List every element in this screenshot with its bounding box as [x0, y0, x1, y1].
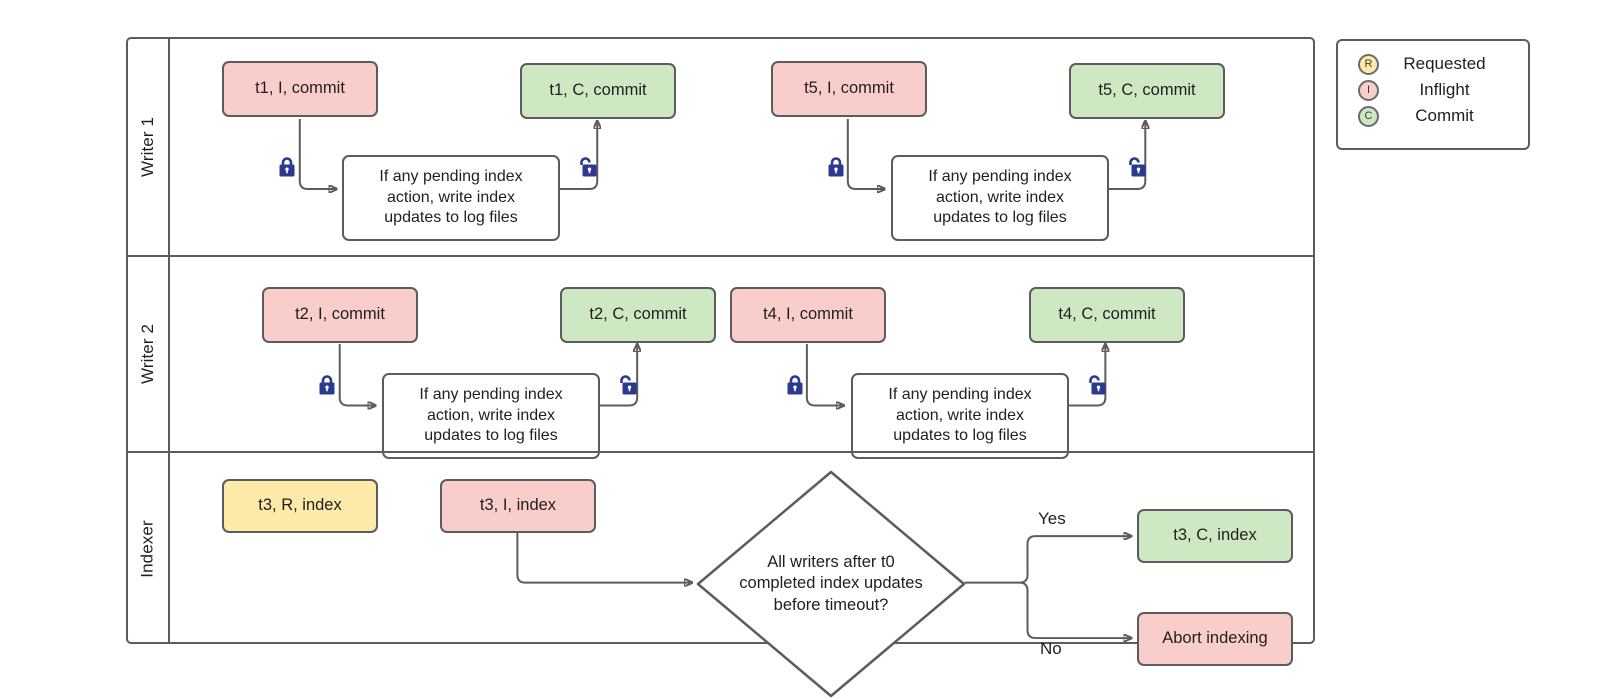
- writer2-t4-inflight-label: t4, I, commit: [763, 305, 853, 324]
- writer1-t1-commit-label: t1, C, commit: [549, 81, 647, 100]
- lane-indexer: Indexer t3, R, index t3, I, in: [128, 451, 1313, 698]
- writer1-t5-commit-label: t5, C, commit: [1098, 81, 1196, 100]
- writer1-index-write-1-node[interactable]: If any pending index action, write index…: [342, 155, 560, 241]
- lock-closed-icon: [317, 374, 337, 396]
- indexer-t3-commit-node[interactable]: t3, C, index: [1137, 509, 1293, 563]
- lock-closed-icon: [826, 156, 846, 178]
- edge-label-yes: Yes: [1038, 509, 1066, 529]
- writer2-t2-commit-node[interactable]: t2, C, commit: [560, 287, 716, 343]
- writer2-t2-inflight-label: t2, I, commit: [295, 305, 385, 324]
- inflight-badge-icon: I: [1358, 79, 1379, 101]
- lane-label-writer-2: Writer 2: [128, 257, 170, 451]
- index-write-line-1: If any pending index: [928, 168, 1072, 186]
- lane-label-writer-1-text: Writer 1: [138, 117, 157, 177]
- indexer-t3-requested-label: t3, R, index: [258, 496, 342, 515]
- writer1-t1-inflight-label: t1, I, commit: [255, 79, 345, 98]
- index-write-line-3: updates to log files: [424, 427, 558, 445]
- legend-label-commit: Commit: [1415, 106, 1474, 125]
- lock-open-icon: [577, 156, 597, 178]
- legend-item-commit: C Commit: [1338, 103, 1528, 129]
- index-write-line-2: action, write index: [426, 406, 556, 424]
- writer2-index-write-2-node[interactable]: If any pending index action, write index…: [851, 373, 1069, 459]
- index-write-line-1: If any pending index: [379, 168, 523, 186]
- edge-label-no-text: No: [1040, 639, 1062, 658]
- writer2-index-write-1-node[interactable]: If any pending index action, write index…: [382, 373, 600, 459]
- lock-open-icon: [1126, 156, 1146, 178]
- indexer-t3-inflight-node[interactable]: t3, I, index: [440, 479, 596, 533]
- writer2-t4-inflight-node[interactable]: t4, I, commit: [730, 287, 886, 343]
- lane-label-writer-2-text: Writer 2: [138, 324, 157, 384]
- lane-body-writer-2: t2, I, commit t2, C, commit If any pendi…: [170, 257, 1313, 459]
- legend-item-inflight: I Inflight: [1338, 77, 1528, 103]
- writer1-t5-commit-node[interactable]: t5, C, commit: [1069, 63, 1225, 119]
- indexer-t3-commit-label: t3, C, index: [1173, 526, 1257, 545]
- lane-label-indexer: Indexer: [128, 453, 170, 644]
- writer1-t5-inflight-node[interactable]: t5, I, commit: [771, 61, 927, 117]
- lane-writer-2: Writer 2 t2, I, commit t2, C,: [128, 255, 1313, 459]
- commit-badge-icon: C: [1358, 105, 1379, 127]
- writer2-t4-commit-node[interactable]: t4, C, commit: [1029, 287, 1185, 343]
- lock-closed-icon: [277, 156, 297, 178]
- legend-label-inflight: Inflight: [1419, 80, 1470, 99]
- writer1-t1-commit-node[interactable]: t1, C, commit: [520, 63, 676, 119]
- index-write-line-1: If any pending index: [888, 386, 1032, 404]
- legend-item-requested: R Requested: [1338, 51, 1528, 77]
- writer2-t2-commit-label: t2, C, commit: [589, 305, 687, 324]
- writer1-t1-inflight-node[interactable]: t1, I, commit: [222, 61, 378, 117]
- legend-panel: R Requested I Inflight C Commit: [1336, 39, 1530, 150]
- index-write-line-2: action, write index: [386, 188, 516, 206]
- requested-badge-icon: R: [1358, 53, 1379, 75]
- lock-open-icon: [1086, 374, 1106, 396]
- lane-label-indexer-text: Indexer: [138, 519, 157, 578]
- index-write-line-2: action, write index: [895, 406, 1025, 424]
- edge-label-yes-text: Yes: [1038, 509, 1066, 528]
- lock-open-icon: [617, 374, 637, 396]
- index-write-line-3: updates to log files: [384, 209, 518, 227]
- indexer-decision-diamond[interactable]: All writers after t0 completed index upd…: [696, 470, 966, 698]
- swimlane-pool: Writer 1: [126, 37, 1315, 698]
- lock-closed-icon: [785, 374, 805, 396]
- legend-label-requested: Requested: [1403, 54, 1486, 73]
- indexer-abort-node[interactable]: Abort indexing: [1137, 612, 1293, 666]
- indexer-t3-inflight-label: t3, I, index: [479, 496, 557, 515]
- index-write-line-2: action, write index: [935, 188, 1065, 206]
- lane-label-writer-1: Writer 1: [128, 39, 170, 255]
- writer2-t2-inflight-node[interactable]: t2, I, commit: [262, 287, 418, 343]
- indexer-abort-label: Abort indexing: [1162, 629, 1268, 648]
- lane-body-indexer: t3, R, index t3, I, index All writers af…: [170, 453, 1313, 698]
- writer2-t4-commit-label: t4, C, commit: [1058, 305, 1156, 324]
- index-write-line-1: If any pending index: [419, 386, 563, 404]
- index-write-line-3: updates to log files: [933, 209, 1067, 227]
- lane-body-writer-1: t1, I, commit t1, C, commit If any pendi…: [170, 39, 1313, 255]
- writer1-index-write-2-node[interactable]: If any pending index action, write index…: [891, 155, 1109, 241]
- edge-label-no: No: [1040, 639, 1062, 659]
- indexer-t3-requested-node[interactable]: t3, R, index: [222, 479, 378, 533]
- lane-writer-1: Writer 1: [128, 39, 1313, 255]
- index-write-line-3: updates to log files: [893, 427, 1027, 445]
- writer1-t5-inflight-label: t5, I, commit: [804, 79, 894, 98]
